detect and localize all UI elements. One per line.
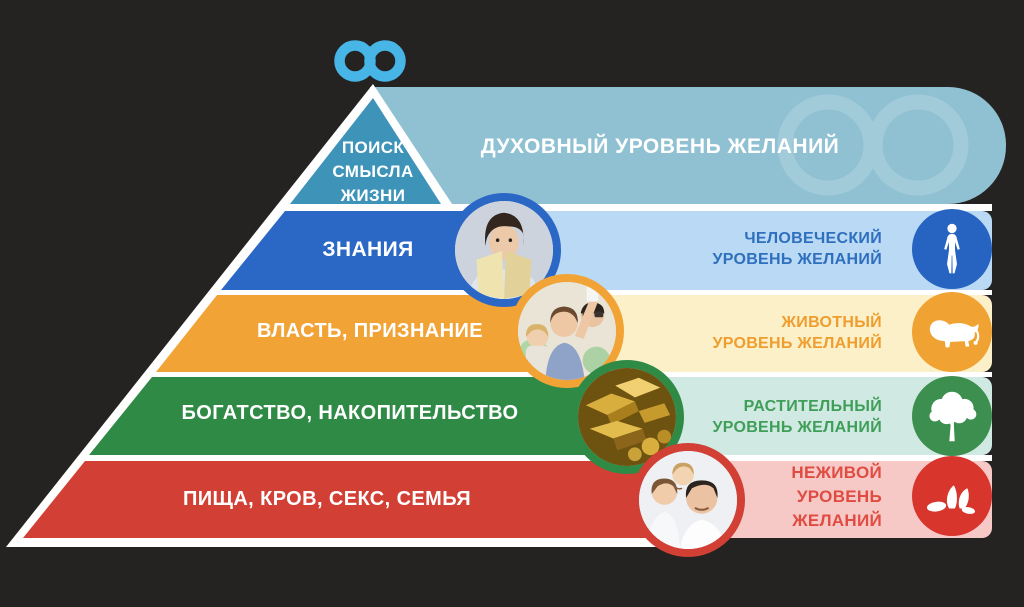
label-knowledge: ЗНАНИЯ xyxy=(322,238,414,261)
stones-icon xyxy=(912,456,992,536)
label-animal-level: ЖИВОТНЫЙ УРОВЕНЬ ЖЕЛАНИЙ xyxy=(712,314,882,352)
band-separator xyxy=(610,455,992,461)
tree-icon xyxy=(912,376,992,456)
label-spiritual-level: ДУХОВНЫЙ УРОВЕНЬ ЖЕЛАНИЙ xyxy=(480,135,840,158)
band-separator xyxy=(480,290,992,295)
label-food-shelter: ПИЩА, КРОВ, СЕКС, СЕМЬЯ xyxy=(183,488,471,510)
label-human-level: ЧЕЛОВЕЧЕСКИЙ УРОВЕНЬ ЖЕЛАНИЙ xyxy=(712,230,882,268)
infinity-icon xyxy=(334,40,406,82)
label-vegetative-level: РАСТИТЕЛЬНЫЙ УРОВЕНЬ ЖЕЛАНИЙ xyxy=(712,398,882,436)
label-meaning-of-life: ПОИСК СМЫСЛА ЖИЗНИ xyxy=(332,138,414,205)
band-separator xyxy=(430,204,992,211)
band-spiritual-level xyxy=(370,87,1006,204)
infinity-watermark-icon xyxy=(777,94,969,196)
label-wealth: БОГАТСТВО, НАКОПИТЕЛЬСТВО xyxy=(181,402,519,424)
label-power-recognition: ВЛАСТЬ, ПРИЗНАНИЕ xyxy=(256,320,484,342)
band-separator xyxy=(545,372,992,377)
photo-family-parents-child xyxy=(631,443,745,557)
human-icon xyxy=(912,209,992,289)
photo-friends-taking-selfie xyxy=(510,274,624,388)
photo-gold-bars xyxy=(570,360,684,474)
lion-icon xyxy=(912,292,992,372)
label-inanimate-level: НЕЖИВОЙ УРОВЕНЬ ЖЕЛАНИЙ xyxy=(791,463,882,530)
